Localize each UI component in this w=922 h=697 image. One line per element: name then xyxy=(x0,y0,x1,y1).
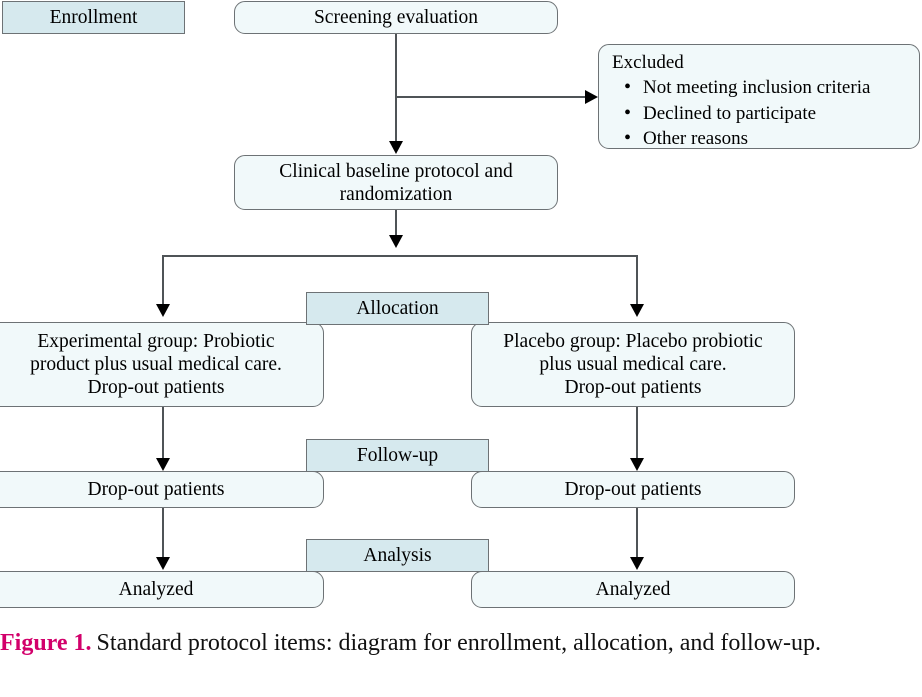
arrowhead-to-followup-right xyxy=(629,458,644,471)
arrowhead-to-excluded xyxy=(585,90,598,104)
node-randomization-line1: Clinical baseline protocol and xyxy=(279,160,513,182)
stage-tab-followup-label: Follow-up xyxy=(356,445,439,466)
node-placebo-group-line2: plus usual medical care. xyxy=(539,354,727,375)
node-followup-left-label: Drop-out patients xyxy=(87,479,225,500)
node-followup-left: Drop-out patients xyxy=(0,471,324,508)
node-screening-evaluation-label: Screening evaluation xyxy=(313,7,479,28)
stage-tab-followup: Follow-up xyxy=(306,439,489,472)
node-experimental-group-line2: product plus usual medical care. xyxy=(30,354,282,375)
arrowhead-to-analysis-left xyxy=(155,557,170,570)
node-randomization-label: Clinical baseline protocol and randomiza… xyxy=(235,160,557,206)
stage-tab-analysis-label: Analysis xyxy=(363,545,432,566)
connector-experimental-to-followup xyxy=(162,407,164,462)
node-placebo-group-line1: Placebo group: Placebo probiotic xyxy=(503,331,763,352)
node-experimental-group-line3: Drop-out patients xyxy=(87,377,225,398)
node-excluded: Excluded Not meeting inclusion criteria … xyxy=(598,44,920,152)
node-experimental-group: Experimental group: Probiotic product pl… xyxy=(0,322,324,407)
figure-caption-label: Figure 1. xyxy=(0,630,92,656)
node-randomization: Clinical baseline protocol and randomiza… xyxy=(234,155,558,210)
node-excluded-title: Excluded xyxy=(612,52,684,73)
node-placebo-group: Placebo group: Placebo probiotic plus us… xyxy=(471,322,795,407)
node-analysis-right: Analyzed xyxy=(471,571,795,608)
list-item: Other reasons xyxy=(624,125,909,152)
arrowhead-to-analysis-right xyxy=(629,557,644,570)
node-experimental-group-label: Experimental group: Probiotic product pl… xyxy=(0,330,323,399)
connector-allocation-left-drop xyxy=(162,255,164,310)
connector-randomization-trunk xyxy=(395,210,397,242)
list-item: Not meeting inclusion criteria xyxy=(624,74,909,101)
connector-screening-trunk xyxy=(395,34,397,147)
stage-tab-allocation-label: Allocation xyxy=(356,298,439,319)
node-placebo-group-label: Placebo group: Placebo probiotic plus us… xyxy=(472,330,794,399)
node-excluded-reason-list: Not meeting inclusion criteria Declined … xyxy=(611,74,909,152)
arrowhead-to-experimental-group xyxy=(155,304,170,317)
connector-screening-to-excluded xyxy=(395,96,587,98)
connector-followup-to-analysis-left xyxy=(162,508,164,562)
stage-tab-enrollment: Enrollment xyxy=(2,1,185,34)
arrowhead-to-followup-left xyxy=(155,458,170,471)
connector-followup-to-analysis-right xyxy=(636,508,638,562)
stage-tab-analysis: Analysis xyxy=(306,539,489,572)
connector-placebo-to-followup xyxy=(636,407,638,462)
connector-allocation-right-drop xyxy=(636,255,638,310)
node-experimental-group-line1: Experimental group: Probiotic xyxy=(37,331,275,352)
node-placebo-group-line3: Drop-out patients xyxy=(564,377,702,398)
figure-caption: Figure 1.Standard protocol items: diagra… xyxy=(0,628,920,659)
stage-tab-allocation: Allocation xyxy=(306,292,489,325)
node-randomization-line2: randomization xyxy=(339,183,453,205)
arrowhead-randomization-split xyxy=(388,235,403,248)
node-followup-right: Drop-out patients xyxy=(471,471,795,508)
node-analysis-left: Analyzed xyxy=(0,571,324,608)
list-item: Declined to participate xyxy=(624,100,909,127)
node-screening-evaluation: Screening evaluation xyxy=(234,1,558,34)
node-analysis-right-label: Analyzed xyxy=(595,579,671,600)
node-followup-right-label: Drop-out patients xyxy=(564,479,702,500)
node-analysis-left-label: Analyzed xyxy=(118,579,194,600)
arrowhead-to-placebo-group xyxy=(629,304,644,317)
figure-caption-text: Standard protocol items: diagram for enr… xyxy=(96,630,822,656)
arrowhead-to-randomization xyxy=(388,141,403,154)
stage-tab-enrollment-label: Enrollment xyxy=(49,7,138,28)
connector-allocation-split xyxy=(162,255,638,257)
